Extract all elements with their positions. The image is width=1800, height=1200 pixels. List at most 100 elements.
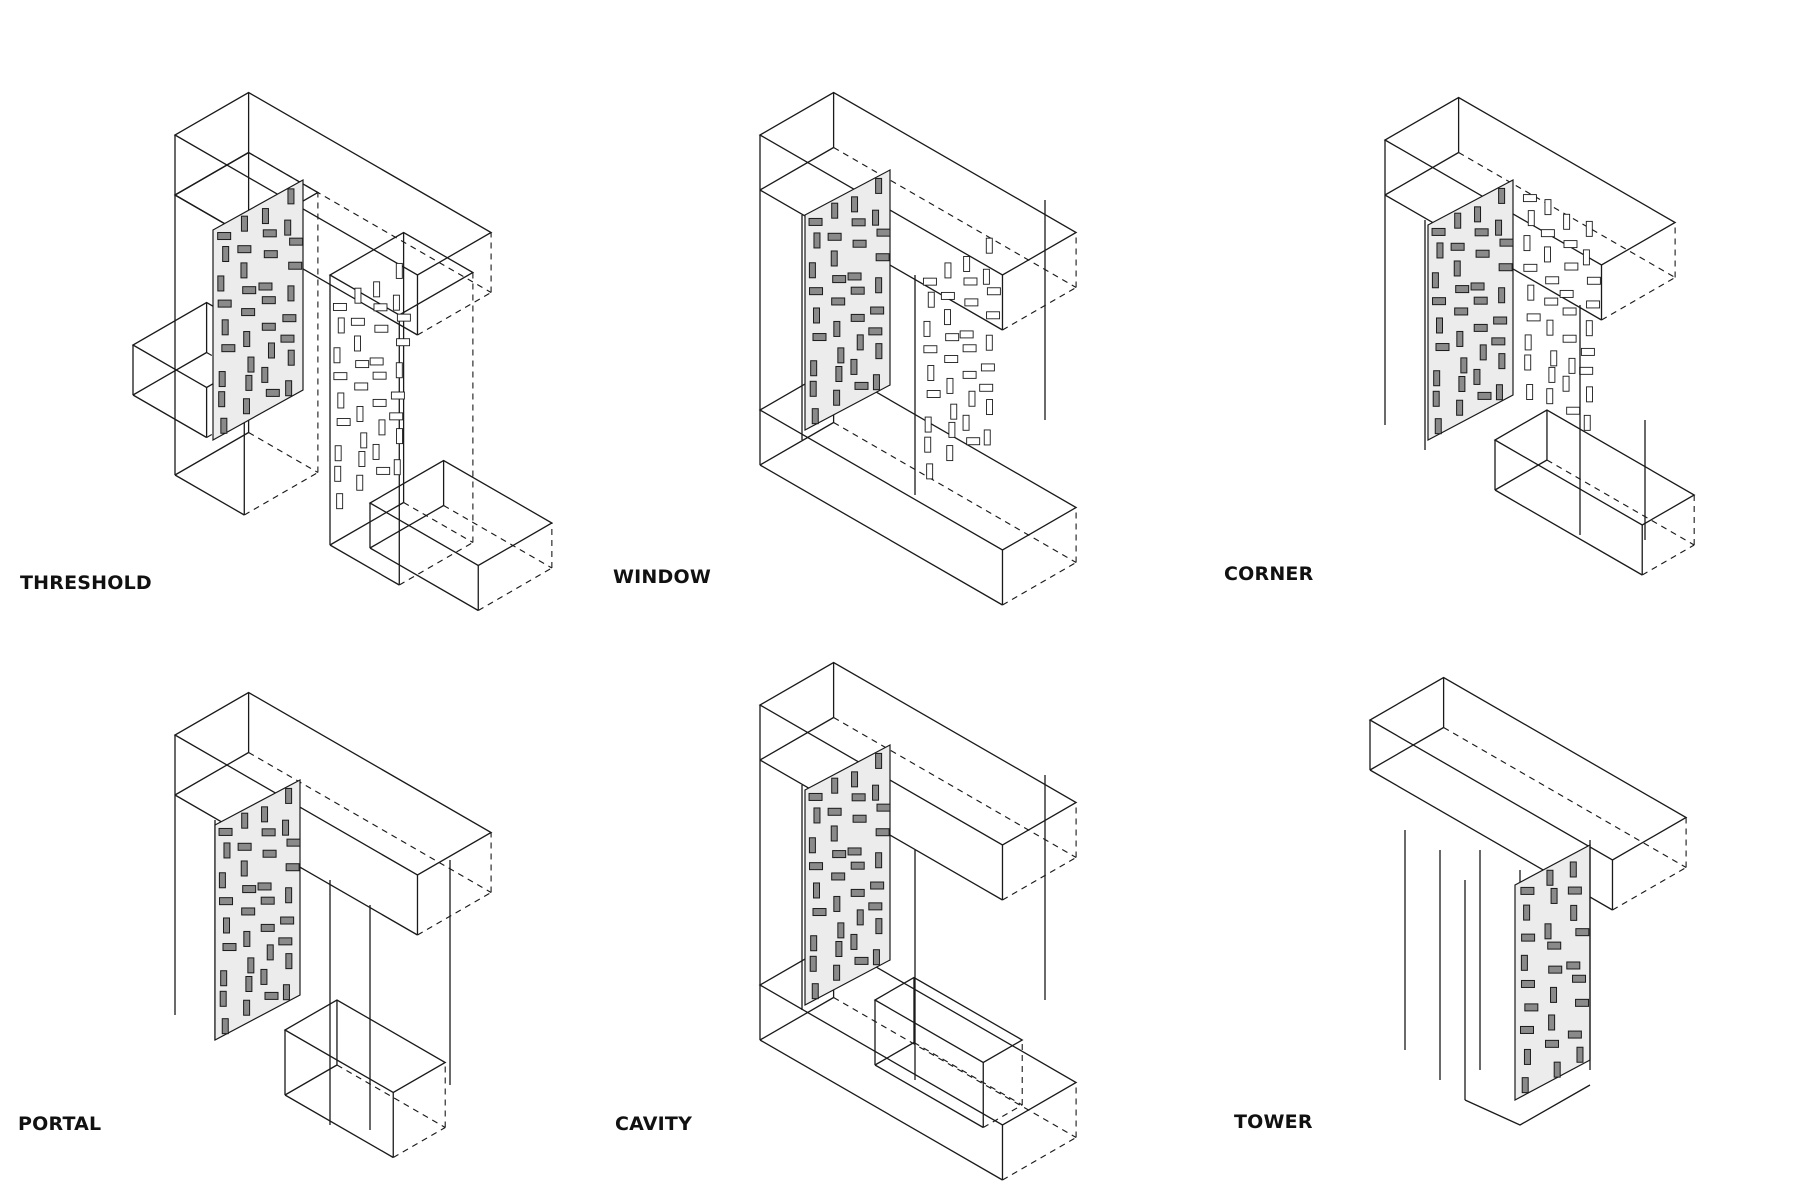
window-opening-solid <box>284 219 292 236</box>
hidden-edge <box>1601 277 1676 321</box>
edge-line <box>759 716 834 761</box>
window-opening-solid <box>850 888 865 897</box>
window-opening-open <box>963 277 978 286</box>
window-opening-solid <box>1436 317 1444 334</box>
window-opening-solid <box>218 827 233 836</box>
hidden-edge <box>244 472 319 516</box>
window-opening-open <box>373 303 388 312</box>
edge-line <box>1384 151 1459 196</box>
hidden-edge <box>913 1042 1023 1106</box>
window-opening-open <box>924 436 932 453</box>
window-opening-solid <box>285 863 300 872</box>
window-opening-solid <box>1450 242 1465 251</box>
window-opening-open <box>333 372 348 381</box>
window-opening-solid <box>285 887 293 904</box>
window-opening-solid <box>223 917 231 934</box>
window-opening-solid <box>240 215 248 232</box>
window-opening-solid <box>1498 263 1513 272</box>
window-opening-solid <box>852 239 867 248</box>
window-opening-open <box>358 451 366 467</box>
window-opening-solid <box>287 285 295 302</box>
window-opening-open <box>373 281 381 298</box>
window-opening-solid <box>1453 260 1461 277</box>
window-opening-solid <box>1431 272 1439 289</box>
window-opening-open <box>1545 276 1560 285</box>
window-opening-solid <box>242 398 250 415</box>
window-opening-solid <box>831 297 846 306</box>
window-opening-solid <box>285 380 293 397</box>
window-opening-open <box>337 392 345 409</box>
edge-line <box>174 474 245 516</box>
window-opening-solid <box>868 902 883 911</box>
threshold-massing <box>131 91 554 612</box>
window-opening-solid <box>257 882 272 891</box>
window-opening-solid <box>1460 357 1468 374</box>
window-opening-solid <box>218 872 226 889</box>
window-opening-solid <box>1575 928 1590 937</box>
window-opening-open <box>923 320 931 337</box>
window-opening-solid <box>1567 886 1582 895</box>
window-opening-solid <box>837 347 845 364</box>
window-opening-solid <box>218 391 226 408</box>
window-opening-open <box>1546 388 1554 405</box>
window-opening-open <box>336 493 344 510</box>
window-opening-open <box>1585 220 1593 237</box>
window-opening-solid <box>875 277 883 294</box>
window-opening-solid <box>1523 904 1531 921</box>
edge-line <box>874 1064 984 1129</box>
edge-line <box>873 976 1024 1064</box>
window-opening-solid <box>242 885 257 894</box>
window-opening-open <box>354 382 369 391</box>
window-opening-solid <box>1491 337 1506 346</box>
window-opening-solid <box>810 935 818 952</box>
window-opening-solid <box>266 944 274 961</box>
hidden-edge <box>1002 857 1077 901</box>
window-opening-solid <box>809 380 817 397</box>
window-opening-solid <box>1479 344 1487 361</box>
hidden-edge <box>403 502 474 543</box>
window-opening-solid <box>813 807 821 824</box>
edge-line <box>759 996 834 1041</box>
window-opening-open <box>332 302 347 311</box>
window-opening-open <box>369 357 384 366</box>
window-opening-solid <box>265 388 280 397</box>
window-opening-open <box>1544 199 1552 216</box>
hidden-edge <box>392 1127 446 1158</box>
window-opening-open <box>1562 307 1577 316</box>
window-opening-solid <box>856 909 864 926</box>
window-opening-open <box>979 383 994 392</box>
window-opening-solid <box>243 930 251 947</box>
window-opening-open <box>355 360 370 369</box>
window-opening-open <box>926 463 934 480</box>
window-opening-open <box>985 334 993 351</box>
window-opening-solid <box>1456 330 1464 347</box>
window-opening-solid <box>287 188 295 205</box>
window-opening-open <box>389 412 404 421</box>
window-opening-solid <box>811 408 819 425</box>
window-opening-solid <box>847 272 862 281</box>
edge-line <box>283 999 447 1094</box>
window-opening-solid <box>850 286 865 295</box>
window-opening-open <box>334 445 342 462</box>
window-opening-open <box>946 377 954 394</box>
window-opening-open <box>1586 276 1601 285</box>
window-opening-solid <box>264 991 279 1000</box>
window-opening-solid <box>850 861 865 870</box>
window-opening-solid <box>833 389 841 406</box>
window-opening-solid <box>237 245 252 254</box>
portal-massing <box>173 691 493 1159</box>
window-opening-open <box>986 399 993 416</box>
window-opening-open <box>1544 246 1551 263</box>
window-opening-open <box>1523 263 1538 272</box>
window-opening-solid <box>222 943 237 952</box>
window-opening-solid <box>289 237 304 246</box>
window-opening-solid <box>827 232 842 241</box>
edge-line <box>1369 726 1444 771</box>
hidden-edge <box>417 892 492 936</box>
window-opening-open <box>1585 320 1593 337</box>
window-opening-solid <box>851 218 866 227</box>
window-opening-solid <box>1550 986 1558 1003</box>
window-opening-solid <box>220 417 228 434</box>
window-opening-solid <box>812 333 827 342</box>
window-opening-solid <box>1520 886 1535 895</box>
